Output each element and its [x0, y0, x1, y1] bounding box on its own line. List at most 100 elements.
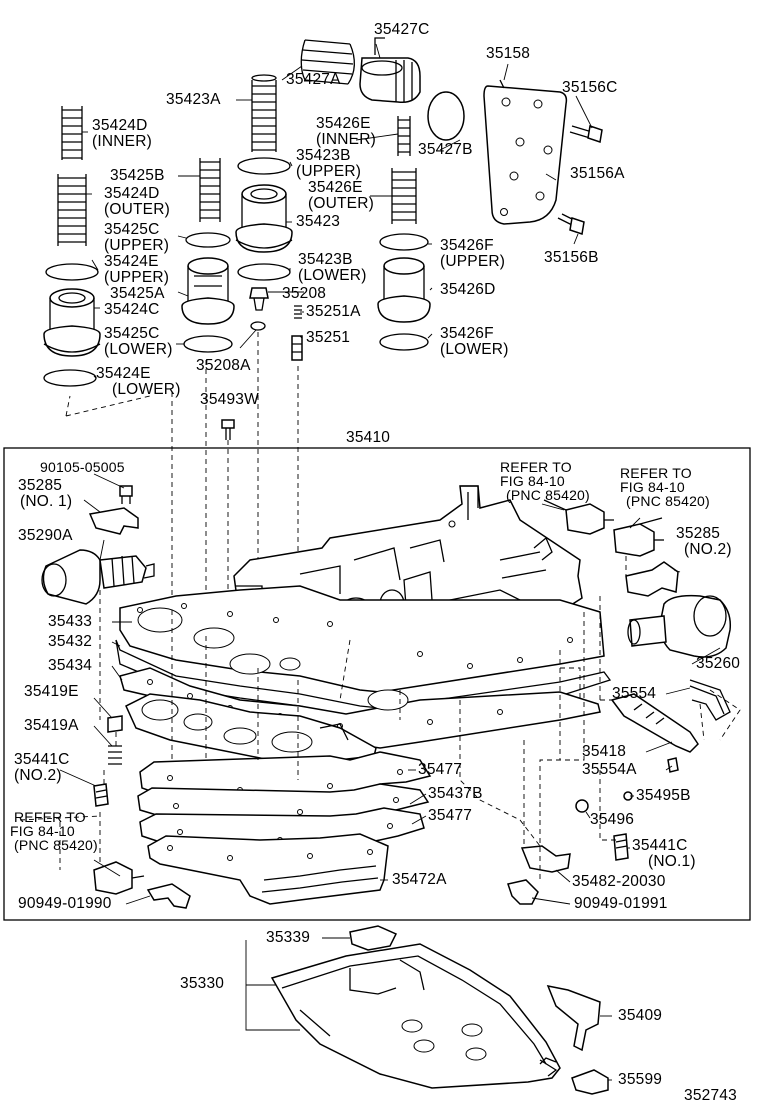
callout-35495b: 35495B [636, 787, 691, 804]
callout-35423: 35423 [296, 213, 341, 230]
valve-body-frame [3, 447, 751, 921]
plate-35433 [119, 585, 605, 693]
spring-35424d-outer [57, 174, 87, 246]
callout-35285-no1-note: (NO. 1) [20, 493, 73, 510]
callout-35426f-upper-note: (UPPER) [440, 253, 506, 270]
plate-35434 [119, 667, 601, 749]
callout-35410: 35410 [346, 429, 391, 446]
solenoid-ref-right [613, 517, 664, 557]
disc-35427b [427, 91, 465, 141]
callout-35426e-outer: 35426E [308, 179, 363, 196]
solenoid-ref-bottom [93, 861, 145, 895]
callout-35424d-inner: 35424D [92, 117, 148, 134]
refer-note-3-line1: REFER TO [14, 809, 86, 825]
oil-pan-35330 [270, 943, 561, 1089]
callout-35433: 35433 [48, 613, 93, 630]
ring-35424e-upper [45, 263, 99, 281]
pin-35554a [667, 757, 679, 773]
piston-35426d [377, 257, 431, 323]
callout-35599: 35599 [618, 1071, 663, 1088]
callout-35419e: 35419E [24, 683, 79, 700]
callout-35424d-outer: 35424D [104, 185, 160, 202]
bracket-35285-no1 [88, 507, 139, 535]
plate-35599 [571, 1069, 609, 1095]
callout-35424e-lower-note: (LOWER) [112, 381, 181, 398]
callout-35493w: 35493W [200, 391, 259, 408]
callout-35424e-upper: 35424E [104, 253, 159, 270]
solenoid-ref-left [543, 499, 614, 535]
spring-35251a [294, 305, 302, 319]
spring-35424d-inner [61, 106, 83, 160]
valve-35208 [249, 287, 269, 311]
figure-number: 352743 [684, 1087, 737, 1104]
callout-35427a: 35427A [286, 71, 341, 88]
callout-35426f-upper: 35426F [440, 237, 494, 254]
refer-note-1-line2: FIG 84-10 [500, 473, 565, 489]
callout-35426d: 35426D [440, 281, 496, 298]
callout-35427c: 35427C [374, 21, 430, 38]
callout-35426e-outer-note: (OUTER) [308, 195, 374, 212]
callout-35432: 35432 [48, 633, 93, 650]
callout-90949-01990: 90949-01990 [18, 895, 112, 912]
callout-35426e-inner-note: (INNER) [316, 131, 376, 148]
callout-35482-20030: 35482-20030 [572, 873, 666, 890]
spring-35419a [108, 745, 122, 765]
callout-35251a: 35251A [306, 303, 361, 320]
callout-35409: 35409 [618, 1007, 663, 1024]
callout-35208: 35208 [282, 285, 327, 302]
plunger-35427c [359, 37, 421, 104]
callout-35496: 35496 [590, 811, 635, 828]
callout-35419a: 35419A [24, 717, 79, 734]
callout-35554a: 35554A [582, 761, 637, 778]
bolt-35156b [557, 213, 585, 235]
spring-35427a [300, 39, 355, 85]
ring-35426f-upper [379, 233, 429, 251]
callout-35426f-lower-note: (LOWER) [440, 341, 509, 358]
callout-35425a: 35425A [110, 285, 165, 302]
callout-35425c-lower-note: (LOWER) [104, 341, 173, 358]
callout-35434: 35434 [48, 657, 93, 674]
callout-90949-01991: 90949-01991 [574, 895, 668, 912]
callout-35441c-no2-note: (NO.2) [14, 767, 62, 784]
piston-35424c [43, 288, 101, 357]
callout-35423b-lower: 35423B [298, 251, 353, 268]
ring-35424e-lower [43, 369, 97, 387]
callout-35156a: 35156A [570, 165, 625, 182]
clamp-90949-01990 [146, 883, 191, 909]
lower-body-35472a [147, 833, 389, 905]
callout-35554: 35554 [612, 685, 657, 702]
callout-35290a: 35290A [18, 527, 73, 544]
callout-35441c-no1: 35441C [632, 837, 688, 854]
callout-35208a: 35208A [196, 357, 251, 374]
callout-35285-no1: 35285 [18, 477, 63, 494]
piston-35425a [181, 257, 235, 325]
check-valve-35251 [291, 335, 303, 361]
callout-35425c-upper: 35425C [104, 221, 160, 238]
ring-35423b-upper [237, 157, 291, 175]
ring-35423b-lower [237, 263, 291, 281]
callout-35424d-outer-note: (OUTER) [104, 201, 170, 218]
callout-35330: 35330 [180, 975, 225, 992]
ring-35425c-lower [183, 335, 233, 353]
piston-35423 [235, 184, 293, 253]
callout-35477-upper: 35477 [418, 761, 463, 778]
callout-35425c-upper-note: (UPPER) [104, 237, 170, 254]
clamp-35482-20030 [520, 845, 571, 873]
detent-spring-35554 [689, 679, 731, 721]
leader-lines [59, 43, 721, 1081]
cover-plate-35158 [483, 79, 568, 225]
solenoid-35260 [627, 594, 732, 658]
bracket-35409 [546, 984, 601, 1052]
alignment-lines-lower [19, 556, 741, 880]
callout-35156b: 35156B [544, 249, 599, 266]
callout-35418: 35418 [582, 743, 627, 760]
callout-35158: 35158 [486, 45, 531, 62]
callout-35424e-lower: 35424E [96, 365, 151, 382]
bolt-35156c [569, 125, 603, 143]
ring-35426f-lower [379, 333, 429, 351]
ball-35496 [575, 799, 589, 813]
plug-35441c-no2 [93, 783, 109, 807]
callout-90105-05005: 90105-05005 [40, 459, 125, 475]
callout-35426e-inner: 35426E [316, 115, 371, 132]
